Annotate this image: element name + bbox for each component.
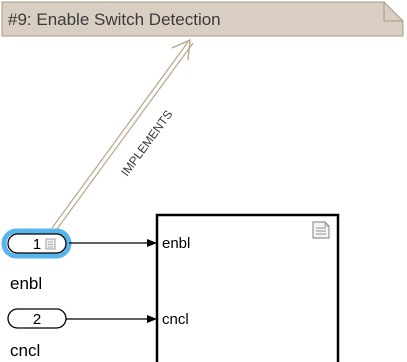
document-icon (312, 221, 330, 239)
link-arrow-icon (171, 38, 191, 61)
requirement-label: #9: Enable Switch Detection (8, 10, 221, 29)
inport-1-number: 1 (33, 236, 41, 253)
implements-link[interactable]: IMPLEMENTS (51, 38, 194, 230)
inport-2-name[interactable]: cncl (10, 341, 40, 360)
link-label: IMPLEMENTS (118, 108, 175, 179)
inport-1[interactable]: 1 (1, 228, 72, 259)
subsystem-block[interactable]: enbl cncl (155, 213, 340, 362)
inport-1-name[interactable]: enbl (10, 274, 42, 293)
inport-2[interactable]: 2 (7, 308, 67, 329)
requirement-badge-icon (45, 238, 56, 250)
requirement-block[interactable]: #9: Enable Switch Detection (1, 1, 404, 37)
inport-2-number: 2 (33, 311, 41, 328)
subsystem-port-cncl: cncl (162, 311, 189, 328)
subsystem-port-enbl: enbl (162, 235, 190, 252)
